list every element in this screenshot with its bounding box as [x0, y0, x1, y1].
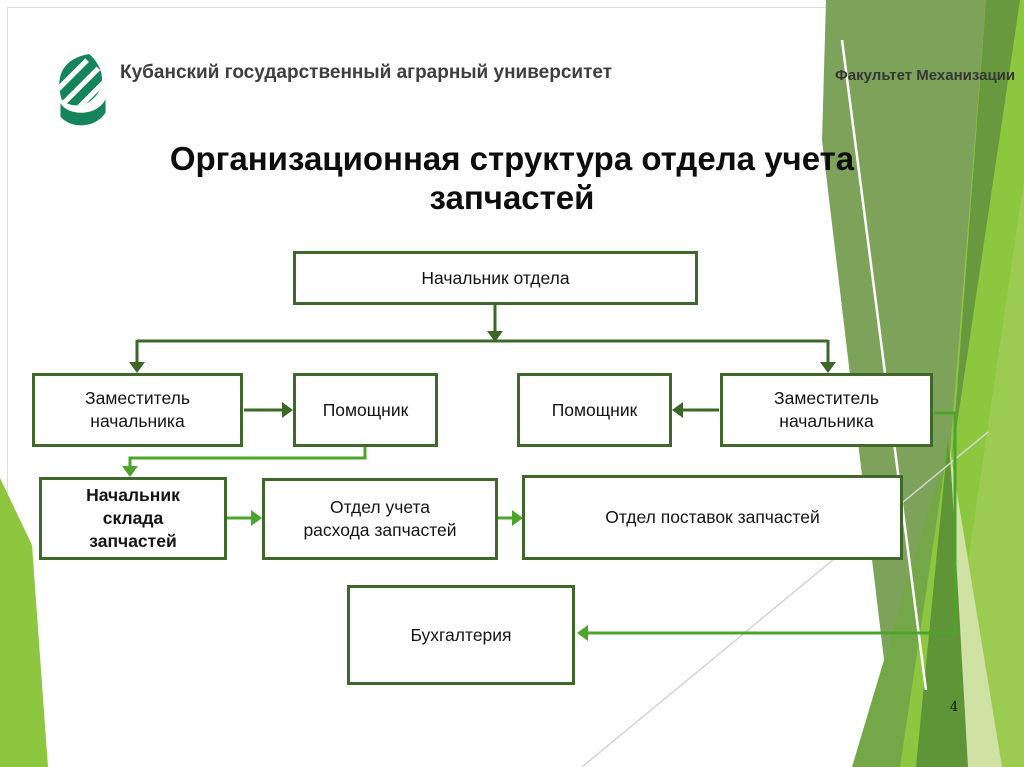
org-node-supply-dept: Отдел поставок запчастей: [522, 475, 903, 560]
faculty-line1: Факультет: [835, 67, 913, 84]
org-node-label: Начальник отдела: [421, 267, 570, 288]
university-name: Кубанский государственный аграрный униве…: [120, 62, 612, 84]
university-name-line2: аграрный университет: [396, 62, 613, 83]
org-node-label: Отдел поставок запчастей: [605, 507, 820, 528]
org-node-deputy-left: Заместитель начальника: [32, 373, 243, 447]
org-node-label: склада: [102, 508, 164, 529]
faculty-line2: Механизации: [916, 67, 1016, 84]
org-node-accounting: Бухгалтерия: [347, 585, 575, 685]
org-node-consumption-dept: Отдел учета расхода запчастей: [262, 478, 498, 560]
leaf-logo-icon: [59, 54, 106, 126]
org-node-department-head: Начальник отдела: [293, 251, 698, 305]
page-number: 4: [949, 700, 959, 715]
org-node-label: Бухгалтерия: [410, 624, 512, 645]
org-node-deputy-right: Заместитель начальника: [720, 373, 933, 447]
org-node-label: Начальник: [86, 485, 180, 506]
slide-title: Организационная структура отдела учета з…: [169, 140, 855, 216]
org-node-label: Отдел учета: [329, 497, 431, 518]
org-node-label: начальника: [90, 411, 185, 431]
org-node-assistant-right: Помощник: [517, 373, 672, 447]
faculty-label: Факультет Механизации: [835, 66, 1015, 86]
university-name-line1: Кубанский государственный: [120, 62, 392, 83]
org-node-label: Помощник: [322, 399, 409, 420]
org-node-label: Помощник: [551, 399, 638, 420]
org-node-label: расхода запчастей: [303, 520, 457, 540]
org-node-label: запчастей: [89, 530, 177, 551]
org-node-warehouse-head: Начальник склада запчастей: [39, 477, 227, 560]
org-node-label: начальника: [779, 411, 874, 431]
org-node-label: Заместитель: [85, 388, 190, 409]
org-node-label: Заместитель: [774, 388, 879, 409]
org-node-assistant-left: Помощник: [293, 373, 438, 447]
